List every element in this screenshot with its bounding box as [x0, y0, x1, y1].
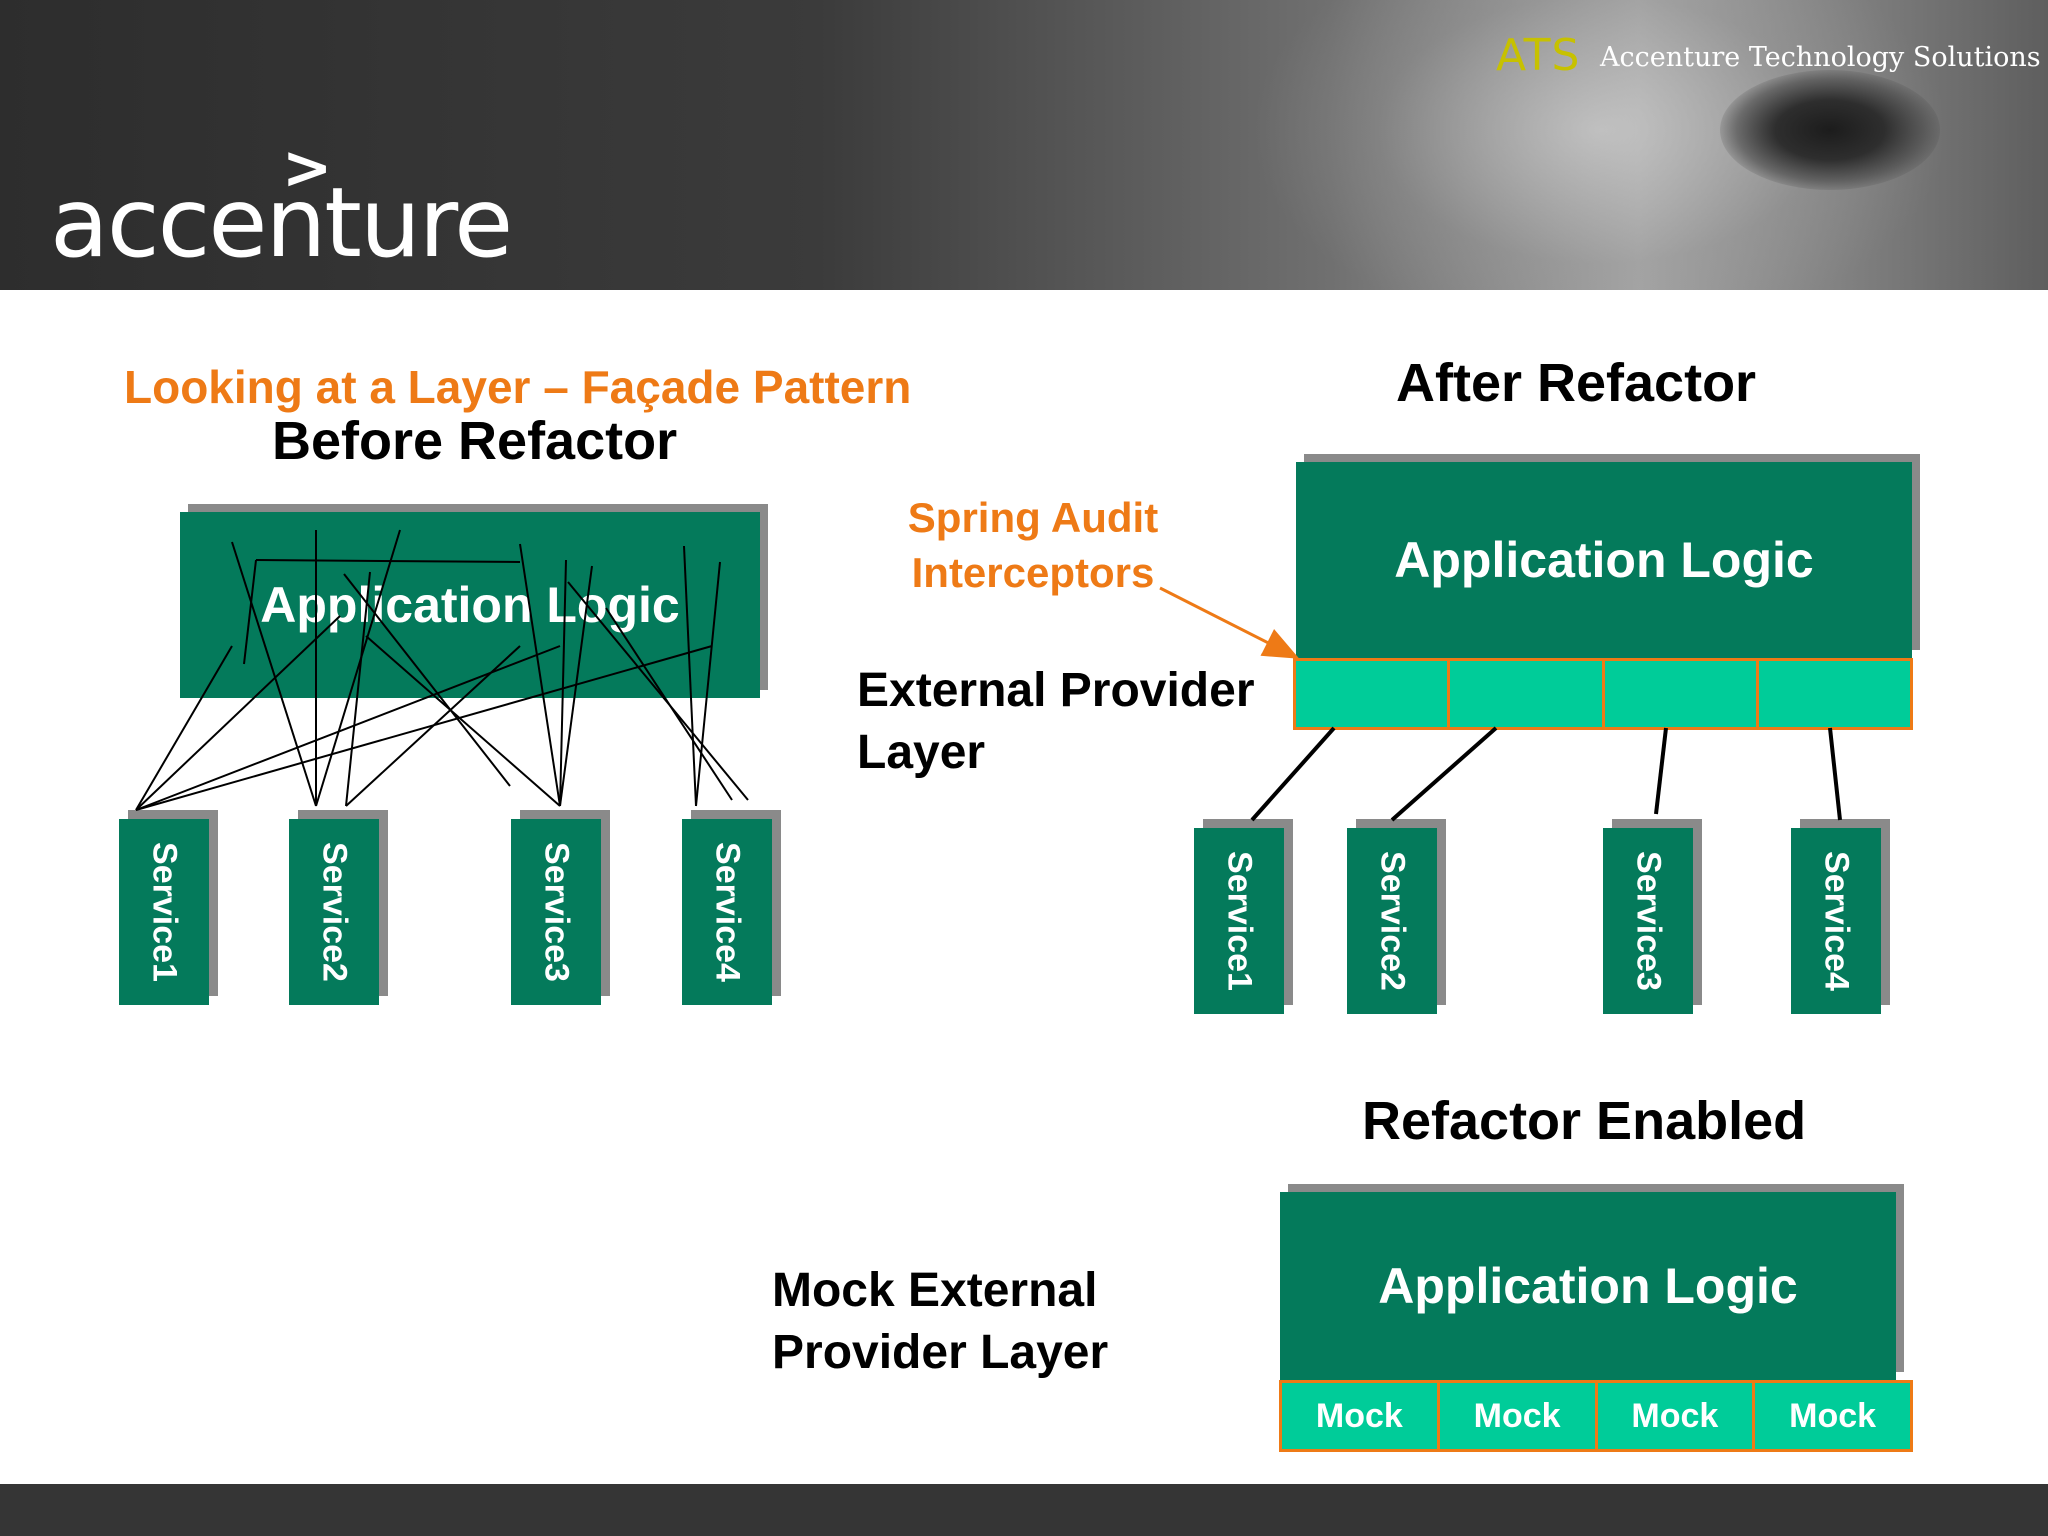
after-service4-box: Service4 — [1791, 828, 1881, 1014]
mock-slot: Mock — [1439, 1383, 1598, 1449]
mock-label-line1: Mock External — [772, 1264, 1098, 1317]
before-service1-label: Service1 — [145, 842, 184, 982]
interceptor-note-line1: Spring Audit — [907, 494, 1159, 541]
before-refactor-heading: Before Refactor — [272, 411, 678, 471]
after-application-logic-label: Application Logic — [1394, 532, 1814, 588]
header-banner: > accenture ATS Accenture Technology Sol… — [0, 0, 2048, 290]
provider-slot — [1758, 661, 1910, 727]
after-service2-label: Service2 — [1373, 851, 1412, 991]
ats-subtitle: Accenture Technology Solutions — [1600, 42, 2041, 73]
mock-slot: Mock — [1755, 1383, 1910, 1449]
accenture-logo: accenture — [50, 167, 513, 279]
after-service1-label: Service1 — [1220, 851, 1259, 991]
before-service3-label: Service3 — [537, 842, 576, 982]
before-service1-box: Service1 — [119, 819, 209, 1005]
interceptor-note-line2: Interceptors — [911, 549, 1155, 596]
provider-to-service1-line — [1250, 726, 1336, 822]
footer-bar — [0, 1484, 2048, 1536]
before-application-logic-box: Application Logic — [180, 512, 760, 698]
after-service3-label: Service3 — [1629, 851, 1668, 991]
after-application-logic-box: Application Logic — [1296, 462, 1912, 658]
provider-to-service3-line — [1654, 727, 1668, 815]
after-service3-box: Service3 — [1603, 828, 1693, 1014]
provider-label-line1: External Provider — [857, 664, 1255, 717]
mock-slot: Mock — [1597, 1383, 1756, 1449]
provider-label-line2: Layer — [857, 726, 986, 779]
external-provider-layer-slots — [1293, 658, 1913, 730]
provider-to-service4-line — [1828, 727, 1842, 821]
before-service4-label: Service4 — [708, 842, 747, 982]
after-refactor-heading: After Refactor — [1396, 353, 1757, 413]
ats-logo: ATS — [1496, 30, 1581, 81]
refactor-enabled-heading: Refactor Enabled — [1362, 1091, 1807, 1151]
mock-label-line2: Provider Layer — [772, 1326, 1109, 1379]
after-service2-box: Service2 — [1347, 828, 1437, 1014]
before-service4-box: Service4 — [682, 819, 772, 1005]
enabled-application-logic-box: Application Logic — [1280, 1192, 1896, 1380]
provider-slot — [1296, 661, 1451, 727]
slide-title: Looking at a Layer – Façade Pattern — [124, 361, 912, 413]
provider-to-service2-line — [1390, 726, 1498, 822]
provider-slot — [1604, 661, 1759, 727]
before-application-logic-label: Application Logic — [260, 577, 680, 633]
enabled-application-logic-label: Application Logic — [1378, 1258, 1798, 1314]
after-service1-box: Service1 — [1194, 828, 1284, 1014]
mock-external-provider-layer-label: Mock External Provider Layer — [772, 1260, 1108, 1384]
before-service3-box: Service3 — [511, 819, 601, 1005]
mock-provider-layer-slots: Mock Mock Mock Mock — [1279, 1380, 1913, 1452]
provider-slot — [1450, 661, 1605, 727]
spring-audit-interceptors-note: Spring Audit Interceptors — [868, 490, 1198, 600]
after-service4-label: Service4 — [1817, 851, 1856, 991]
before-service2-label: Service2 — [315, 842, 354, 982]
external-provider-layer-label: External Provider Layer — [857, 660, 1255, 784]
banner-eye-image — [1720, 70, 1940, 190]
accenture-logo-mark: > — [282, 133, 333, 203]
before-service2-box: Service2 — [289, 819, 379, 1005]
mock-slot: Mock — [1282, 1383, 1440, 1449]
